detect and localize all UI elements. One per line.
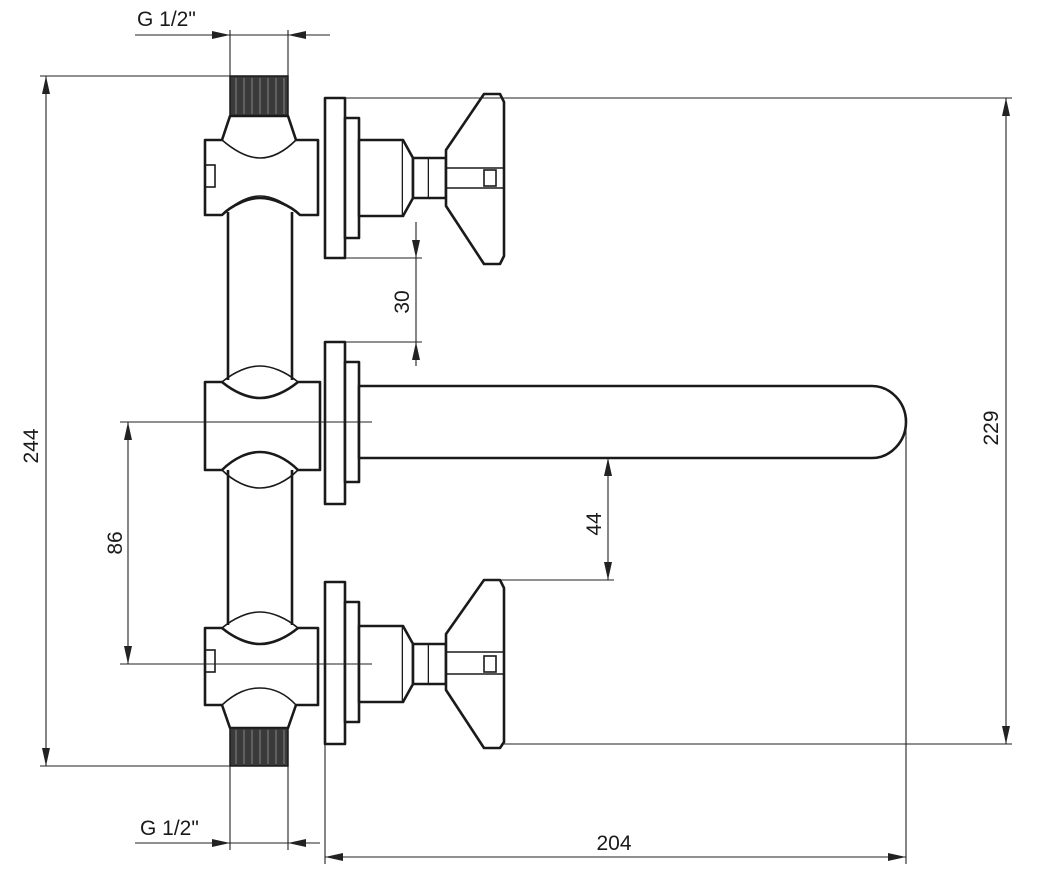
dim-spout-to-valve: 86: [104, 421, 372, 665]
dim-valve-gap: 30: [345, 222, 422, 366]
wall-flanges: [323, 96, 361, 746]
dim-thread-bottom-label: G 1/2": [140, 817, 199, 840]
dim-spout-to-valve-label: 86: [104, 531, 127, 554]
middle-connector: [203, 380, 322, 472]
dim-thread-bottom: G 1/2": [135, 766, 320, 850]
dim-valve-gap-label: 30: [391, 290, 414, 313]
dim-spout-clearance-label: 44: [583, 512, 606, 536]
top-handle-icon: [444, 92, 506, 266]
top-connector: [203, 114, 320, 217]
top-thread: [229, 75, 289, 117]
dim-projection: 204: [324, 422, 907, 864]
faucet-body: [203, 75, 322, 767]
bottom-valve: [357, 624, 448, 704]
top-valve: [357, 138, 448, 218]
bottom-thread: [229, 727, 289, 767]
dim-projection-label: 204: [596, 832, 631, 855]
dim-spout-clearance: 44: [484, 458, 614, 581]
dim-overall-height: 244: [20, 75, 230, 767]
spout: [357, 384, 908, 460]
dim-overall-height-label: 244: [20, 428, 43, 463]
dim-handle-span-label: 229: [980, 410, 1003, 445]
bottom-connector: [203, 626, 320, 730]
dim-handle-span: 229: [345, 97, 1012, 745]
dim-thread-top-label: G 1/2": [137, 8, 196, 31]
dim-thread-top: G 1/2": [135, 8, 330, 76]
